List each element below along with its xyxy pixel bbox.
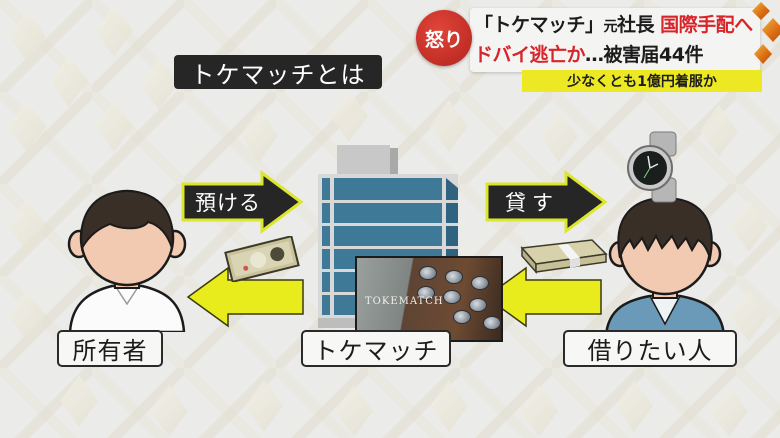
watch-thumbnail: [453, 310, 471, 324]
wristwatch-icon: [627, 131, 677, 203]
headline-line-2: ドバイ逃亡か…被害届44件: [474, 41, 754, 69]
tokematch-logo: TOKEMATCH: [365, 296, 444, 307]
gold-gem-icon: [754, 44, 772, 64]
borrower-label: 借りたい人: [563, 330, 737, 367]
headline-banner: 「トケマッチ」元社長 国際手配へ ドバイ逃亡か…被害届44件: [470, 8, 760, 72]
headline-subline: 少なくとも1億円着服か: [522, 70, 762, 92]
owner-label: 所有者: [57, 330, 163, 367]
pay-arrow-left-icon: [484, 266, 602, 328]
headline-damage-reports: …被害届44件: [585, 44, 703, 66]
watch-thumbnail: [483, 316, 501, 330]
return-arrow-left-icon: [186, 266, 304, 328]
company-label: トケマッチ: [301, 330, 451, 367]
gold-gem-icon: [752, 2, 770, 20]
headline-former: 元: [603, 19, 618, 35]
borrower-person-icon: [604, 196, 726, 336]
money-stack-icon: [520, 239, 608, 274]
watch-thumbnail: [469, 298, 487, 312]
watch-thumbnail: [417, 286, 435, 300]
watch-thumbnail: [445, 270, 463, 284]
watch-thumbnail: [471, 276, 489, 290]
owner-person-icon: [67, 189, 187, 332]
headline-international-wanted: 国際手配へ: [660, 14, 753, 36]
watch-thumbnail: [419, 266, 437, 280]
lend-arrow-label: 貸す: [505, 191, 559, 215]
anger-badge: 怒り: [416, 10, 472, 66]
banknote-icon: [224, 236, 300, 282]
diagram-title: トケマッチとは: [174, 55, 382, 89]
deposit-arrow-icon: [181, 170, 304, 234]
headline-president: 社長: [617, 14, 655, 36]
headline-company: 「トケマッチ」: [474, 14, 604, 36]
lend-arrow-icon: [485, 170, 608, 234]
watch-thumbnail: [443, 290, 461, 304]
headline-dubai-escape: ドバイ逃亡か: [474, 44, 586, 66]
headline-line-1: 「トケマッチ」元社長 国際手配へ: [474, 11, 754, 41]
deposit-arrow-label: 預ける: [195, 191, 261, 215]
